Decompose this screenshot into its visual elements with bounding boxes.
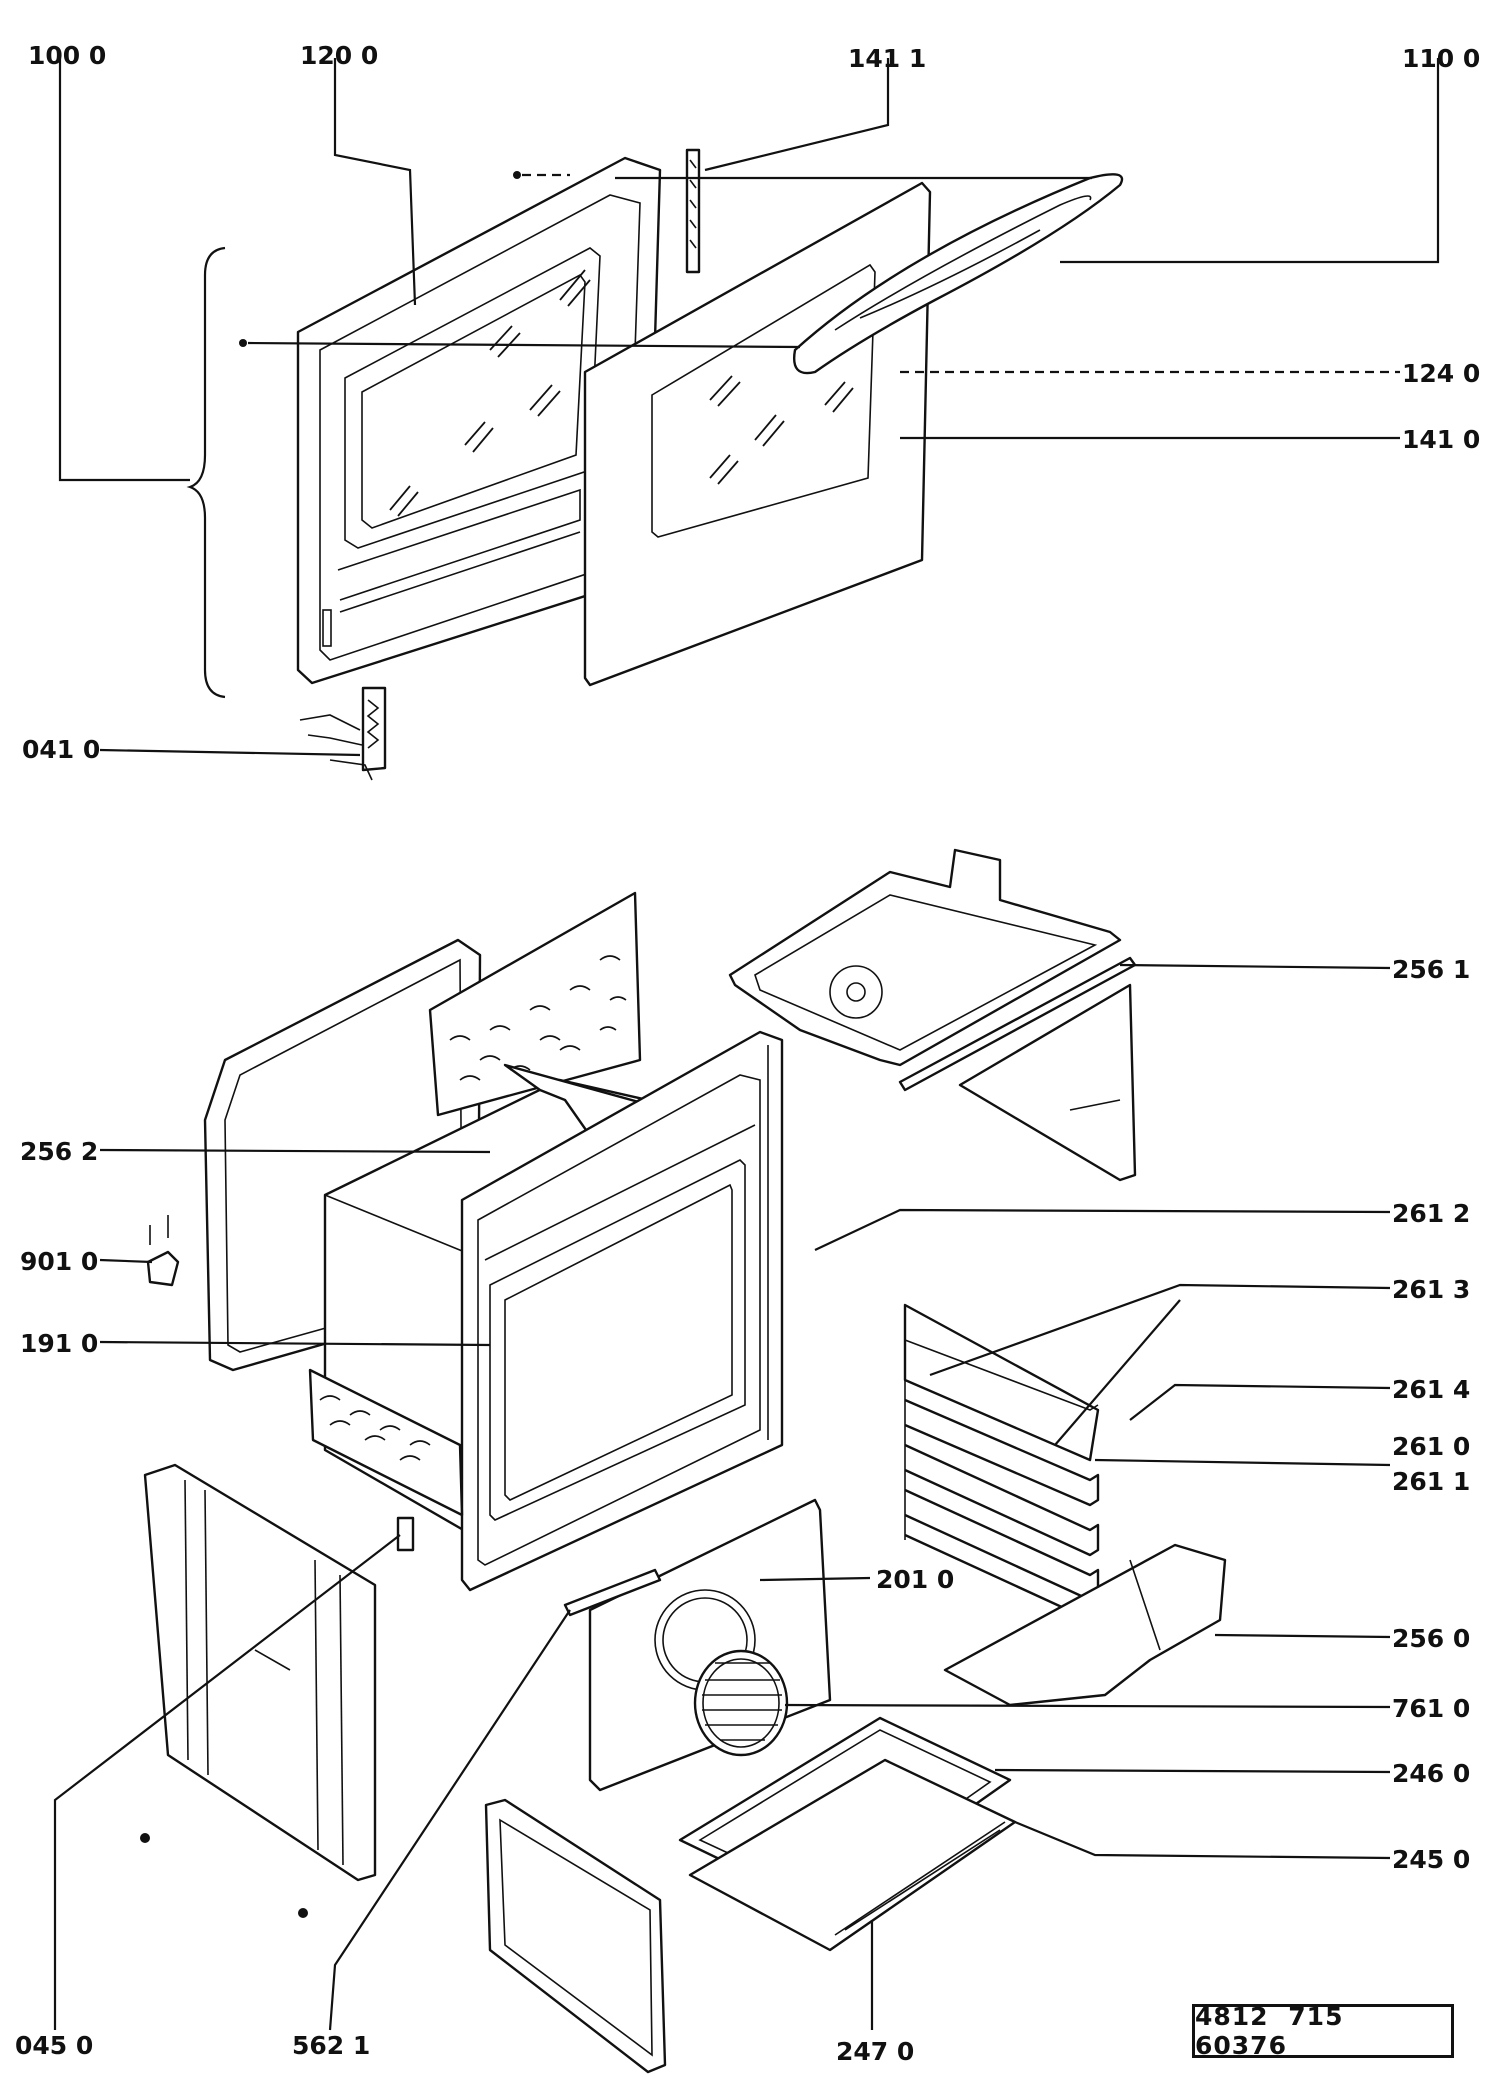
- label-256-2: 256 2: [20, 1137, 98, 1166]
- small-fixings: [140, 1215, 308, 1918]
- document-code-box: 4812 715 60376: [1192, 2002, 1454, 2060]
- label-201-0: 201 0: [876, 1565, 954, 1594]
- label-245-0: 245 0: [1392, 1845, 1470, 1874]
- insulation-bottom: [308, 1368, 464, 1517]
- left-side-rail-panel: [143, 1463, 415, 1882]
- label-261-1: 261 1: [1392, 1467, 1470, 1496]
- glass-clip-strip: [685, 148, 701, 274]
- label-261-4: 261 4: [1392, 1375, 1470, 1404]
- label-761-0: 761 0: [1392, 1694, 1470, 1723]
- oven-top-cover: [728, 848, 1137, 1182]
- shelf-guide-rails: [903, 1303, 1100, 1622]
- label-100-0: 100 0: [28, 41, 106, 70]
- door-hinge: [299, 686, 387, 781]
- label-191-0: 191 0: [20, 1329, 98, 1358]
- rear-panel-fan: [588, 1498, 832, 1792]
- label-246-0: 246 0: [1392, 1759, 1470, 1788]
- label-041-0: 041 0: [22, 735, 100, 764]
- label-562-1: 562 1: [292, 2031, 370, 2060]
- door-assembly-bracket: [186, 246, 226, 699]
- label-261-2: 261 2: [1392, 1199, 1470, 1228]
- label-256-0: 256 0: [1392, 1624, 1470, 1653]
- label-124-0: 124 0: [1402, 359, 1480, 388]
- oven-front-frame: [460, 1030, 784, 1592]
- label-141-1: 141 1: [848, 44, 926, 73]
- label-247-0: 247 0: [836, 2037, 914, 2066]
- label-110-0: 110 0: [1402, 44, 1480, 73]
- label-261-3: 261 3: [1392, 1275, 1470, 1304]
- label-120-0: 120 0: [300, 41, 378, 70]
- document-code: 4812 715 60376: [1195, 2002, 1344, 2060]
- fan-grille: [693, 1649, 789, 1757]
- outer-door-glass: [583, 181, 932, 687]
- side-wall-panel: [484, 1798, 667, 2074]
- label-261-0: 261 0: [1392, 1432, 1470, 1461]
- insulation-top: [428, 891, 642, 1117]
- label-141-0: 141 0: [1402, 425, 1480, 454]
- label-045-0: 045 0: [15, 2031, 93, 2060]
- label-901-0: 901 0: [20, 1247, 98, 1276]
- door-handle: [793, 173, 1124, 375]
- label-256-1: 256 1: [1392, 955, 1470, 984]
- oven-bottom-cover: [943, 1543, 1227, 1707]
